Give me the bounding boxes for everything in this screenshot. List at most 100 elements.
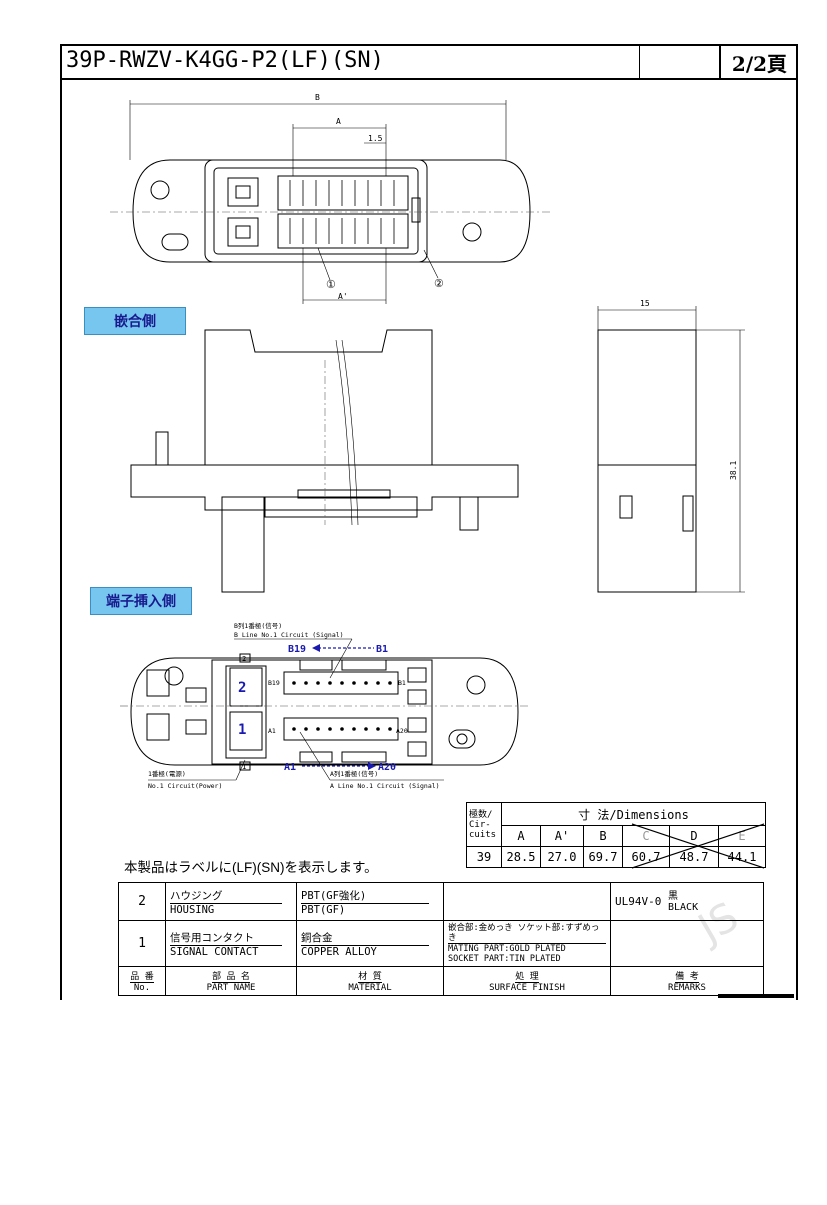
power-en: No.1 Circuit(Power) xyxy=(148,782,222,790)
part-name-cell: 信号用コンタクト SIGNAL CONTACT xyxy=(165,920,297,967)
part-name-cell: ハウジング HOUSING xyxy=(165,882,297,921)
drawing-title: 39P-RWZV-K4GG-P2(LF)(SN) xyxy=(66,48,384,73)
part-remarks-jp: 黒 xyxy=(667,890,678,902)
side-width-label: 15 xyxy=(640,299,650,308)
a-direction-arrow xyxy=(302,762,376,770)
part-finish-3: SOCKET PART:TIN PLATED xyxy=(448,954,561,964)
sheet-end-bar xyxy=(718,994,794,998)
mating-side-tag: 嵌合側 xyxy=(84,307,186,335)
dim-val-c: 60.7 xyxy=(622,846,670,868)
dim-val-a: 28.5 xyxy=(501,846,541,868)
a1-label: A1 xyxy=(284,762,296,773)
b1-label: B1 xyxy=(376,644,388,655)
dim-a-prime-label: A' xyxy=(338,292,348,301)
terminal-view-drawing xyxy=(130,657,519,766)
dim-pitch-label: 1.5 xyxy=(368,134,383,143)
parts-row-2: 2 ハウジング HOUSING PBT(GF強化) PBT(GF) UL94V-… xyxy=(118,882,764,921)
dim-col-e: E xyxy=(718,825,766,847)
part-finish-cell: 嵌合部:金めっき ソケット部:すずめっき MATING PART:GOLD PL… xyxy=(443,920,611,967)
part-remarks-en: BLACK xyxy=(667,901,699,913)
part-remarks-cell xyxy=(610,920,764,967)
part-name-jp: ハウジング xyxy=(170,888,282,904)
hdr-remarks: 備 考 REMARKS xyxy=(610,966,764,996)
top-view-pins xyxy=(289,180,395,244)
b-line-en: B Line No.1 Circuit (Signal) xyxy=(234,631,344,639)
a-line-en: A Line No.1 Circuit (Signal) xyxy=(330,782,440,790)
part-material-cell: PBT(GF強化) PBT(GF) xyxy=(296,882,444,921)
drawing-sheet: 39P-RWZV-K4GG-P2(LF)(SN) 2/2頁 xyxy=(60,44,798,1000)
part-no: 2 xyxy=(118,882,166,921)
dim-val-a-prime: 27.0 xyxy=(540,846,584,868)
label-note: 本製品はラベルに(LF)(SN)を表示します。 xyxy=(124,860,378,875)
dim-val-circuits: 39 xyxy=(466,846,502,868)
a-line-jp: A列1番極(信号) xyxy=(330,769,378,778)
pos1-small-label: 1 xyxy=(242,763,246,771)
terminal-side-tag: 端子挿入側 xyxy=(90,587,192,615)
part-name-en: HOUSING xyxy=(170,903,215,916)
hdr-name: 部 品 名 PART NAME xyxy=(165,966,297,996)
part-finish-cell xyxy=(443,882,611,921)
a20-small-label: A20 xyxy=(396,727,408,735)
pos2-small-label: 2 xyxy=(242,655,246,663)
hdr-no-jp: 品 番 xyxy=(130,969,154,983)
b19-small-label: B19 xyxy=(268,679,280,687)
hdr-name-en: PART NAME xyxy=(206,983,256,993)
parts-table: 2 ハウジング HOUSING PBT(GF強化) PBT(GF) UL94V-… xyxy=(118,882,764,996)
b-line-jp: B列1番極(信号) xyxy=(234,621,282,630)
callout-1: ① xyxy=(326,278,336,291)
dim-col-b: B xyxy=(583,825,623,847)
a1-small-label: A1 xyxy=(268,727,276,735)
circuits-jp: 極数/ xyxy=(469,809,493,820)
dim-b-label: B xyxy=(315,93,320,102)
power-jp: 1番極(電源) xyxy=(148,769,186,778)
dim-col-d: D xyxy=(669,825,719,847)
hdr-name-jp: 部 品 名 xyxy=(212,969,250,983)
hdr-no: 品 番 No. xyxy=(118,966,166,996)
part-material-en: PBT(GF) xyxy=(301,903,346,916)
dim-a-label: A xyxy=(336,117,341,126)
parts-header-row: 品 番 No. 部 品 名 PART NAME 材 質 MATERIAL 処 理… xyxy=(118,966,764,996)
pos2-label: 2 xyxy=(238,680,246,696)
part-name-jp: 信号用コンタクト xyxy=(170,930,282,946)
circuits-header-cell: 極数/ Cir- cuits xyxy=(466,802,502,847)
dim-val-d: 48.7 xyxy=(669,846,719,868)
side-height-label: 38.1 xyxy=(729,461,738,480)
page-number: 2/2頁 xyxy=(719,46,798,78)
part-finish-2: MATING PART:GOLD PLATED xyxy=(448,944,566,954)
hdr-finish: 処 理 SURFACE FINISH xyxy=(443,966,611,996)
hdr-material-jp: 材 質 xyxy=(358,969,382,983)
a20-label: A20 xyxy=(378,762,396,773)
dim-col-c: C xyxy=(622,825,670,847)
part-remarks-cell: UL94V-0 黒 BLACK xyxy=(610,882,764,921)
pos1-label: 1 xyxy=(238,722,246,738)
hdr-remarks-jp: 備 考 xyxy=(675,969,699,983)
hdr-finish-en: SURFACE FINISH xyxy=(489,983,565,993)
side-view-drawing xyxy=(597,329,697,593)
part-material-cell: 銅合金 COPPER ALLOY xyxy=(296,920,444,967)
part-material-jp: 銅合金 xyxy=(301,930,429,946)
part-material-jp: PBT(GF強化) xyxy=(301,888,429,904)
front-view-drawing xyxy=(130,329,519,593)
title-bar: 39P-RWZV-K4GG-P2(LF)(SN) 2/2頁 xyxy=(62,46,796,80)
callout-2: ② xyxy=(434,277,444,290)
dim-col-a: A xyxy=(501,825,541,847)
dim-val-b: 69.7 xyxy=(583,846,623,868)
hdr-remarks-en: REMARKS xyxy=(668,983,706,993)
title-spacer-cell xyxy=(639,46,720,78)
hdr-material-en: MATERIAL xyxy=(348,983,392,993)
parts-row-1: 1 信号用コンタクト SIGNAL CONTACT 銅合金 COPPER ALL… xyxy=(118,920,764,967)
b1-small-label: B1 xyxy=(398,679,406,687)
b19-label: B19 xyxy=(288,644,306,655)
dim-col-a-prime: A' xyxy=(540,825,584,847)
circuits-en-2: cuits xyxy=(469,829,497,840)
part-finish-1: 嵌合部:金めっき ソケット部:すずめっき xyxy=(448,923,606,944)
b-direction-arrow xyxy=(312,644,374,652)
dim-val-e: 44.1 xyxy=(718,846,766,868)
part-no: 1 xyxy=(118,920,166,967)
dimensions-table: 極数/ Cir- cuits 寸 法/Dimensions A A' B C D… xyxy=(466,802,766,868)
circuits-en-1: Cir- xyxy=(469,819,491,830)
hdr-no-en: No. xyxy=(133,983,151,993)
part-remarks-1: UL94V-0 xyxy=(615,894,662,908)
part-name-en: SIGNAL CONTACT xyxy=(170,945,259,958)
